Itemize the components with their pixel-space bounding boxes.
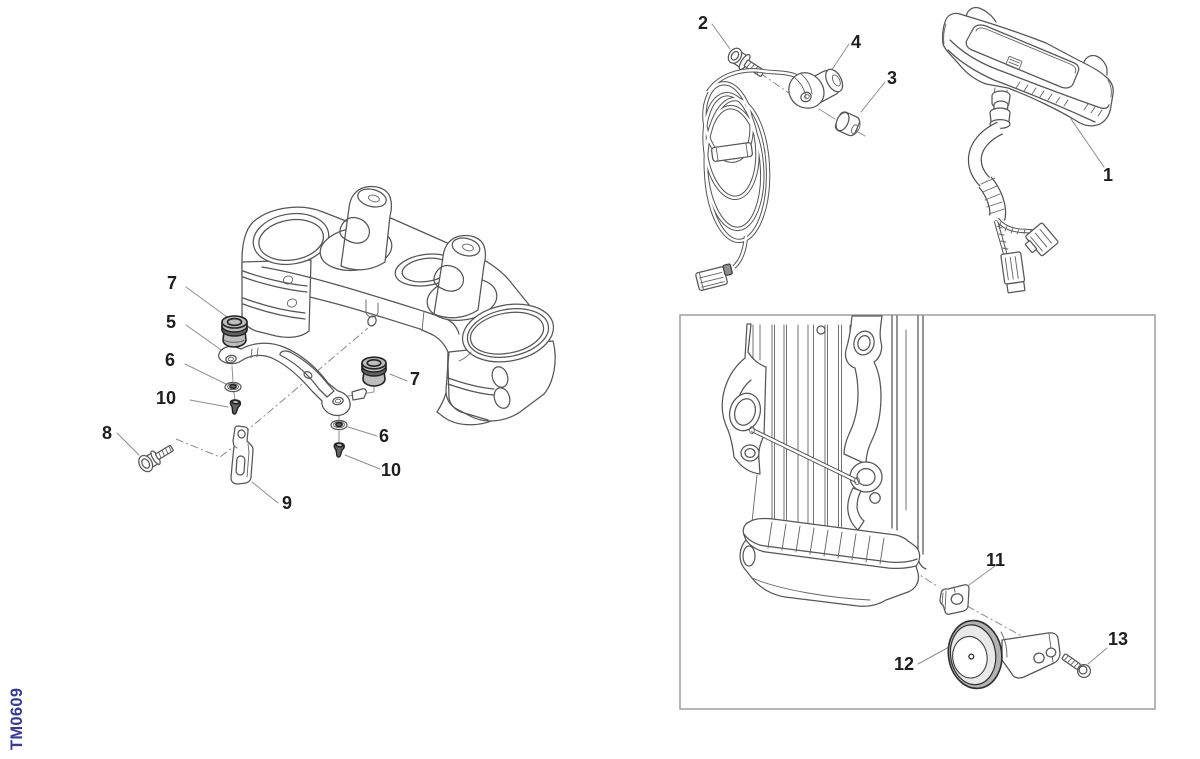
svg-text:8: 8 (102, 423, 112, 443)
svg-text:9: 9 (282, 493, 292, 513)
svg-text:5: 5 (166, 312, 176, 332)
svg-text:11: 11 (986, 550, 1005, 570)
svg-text:3: 3 (887, 68, 897, 88)
svg-text:7: 7 (167, 273, 177, 293)
svg-text:1: 1 (1103, 165, 1113, 185)
svg-text:6: 6 (379, 426, 389, 446)
svg-text:12: 12 (894, 654, 914, 674)
svg-text:6: 6 (165, 350, 175, 370)
svg-text:10: 10 (381, 460, 401, 480)
svg-text:10: 10 (156, 388, 176, 408)
svg-text:13: 13 (1108, 629, 1128, 649)
svg-text:4: 4 (851, 32, 861, 52)
svg-text:7: 7 (410, 369, 420, 389)
svg-text:TM0609: TM0609 (8, 688, 26, 750)
svg-text:2: 2 (698, 13, 708, 33)
